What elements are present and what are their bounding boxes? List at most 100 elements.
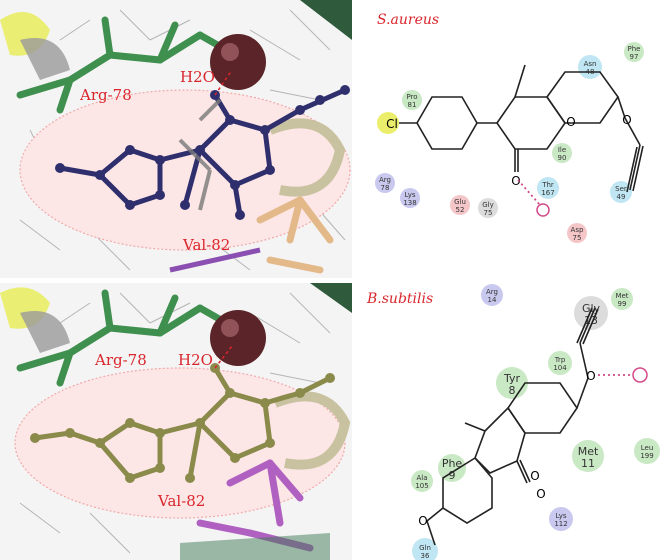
bsubtilis-disc-trp-104 xyxy=(548,351,572,375)
bsubtilis-disc-lys-112 xyxy=(549,507,573,531)
ribbon-dark-green xyxy=(300,0,352,40)
bsubtilis-residue-name: Arg xyxy=(486,288,498,296)
saureus-residue-number: 49 xyxy=(617,193,626,201)
ribbon-bottom xyxy=(180,533,330,560)
saureus-residue-number: 167 xyxy=(541,189,554,197)
ribbon-gray xyxy=(20,38,70,80)
bsubtilis-disc-ala-105 xyxy=(411,470,433,492)
atom-o-ether: O xyxy=(586,369,595,383)
saureus-residue-name: Ser xyxy=(615,185,627,193)
ribbon-dark-green xyxy=(310,283,352,313)
water-sphere xyxy=(210,34,266,90)
saureus-disc-ser-49 xyxy=(610,181,632,203)
saureus-disc-asp-75 xyxy=(567,223,587,243)
bsubtilis-residue-number: 9 xyxy=(449,469,456,482)
organism-label: S.aureus xyxy=(377,12,439,28)
purple-residue-sticks xyxy=(196,459,314,552)
atom-o-methoxy: O xyxy=(418,514,427,528)
residue-label-h2o: H2O xyxy=(178,351,213,369)
residue-label-val82: Val-82 xyxy=(182,236,230,254)
coil-right xyxy=(268,118,346,197)
bsubtilis-disc-met-99 xyxy=(611,288,633,310)
bsubtilis-disc-phe-9 xyxy=(438,454,466,482)
saureus-disc-gly-75 xyxy=(478,198,498,218)
interaction-2d-diagram: S.aureus Phe97Asn48Pro81Ile90Arg78Lys138… xyxy=(375,12,644,243)
purple-residue xyxy=(169,247,261,273)
bsubtilis-disc-leu-199 xyxy=(634,438,660,464)
arg78-sticks xyxy=(16,289,239,387)
bsubtilis-residue-number: 199 xyxy=(640,452,653,460)
bsubtilis-residue-number: 99 xyxy=(618,300,627,308)
docking-3d-view: Arg-78 H2O Val-82 xyxy=(0,0,352,274)
saureus-residue-number: 75 xyxy=(484,209,493,217)
docking-3d-panel-saureus: Arg-78 H2O Val-82 xyxy=(0,0,352,278)
bsubtilis-residue-number: 36 xyxy=(421,552,430,560)
atom-o-ether: O xyxy=(622,113,631,127)
hbond-line xyxy=(517,179,541,206)
saureus-residue-name: Lys xyxy=(404,191,415,199)
saureus-disc-ile-90 xyxy=(552,143,572,163)
saureus-residue-name: Arg xyxy=(379,176,391,184)
saureus-residue-number: 81 xyxy=(408,101,417,109)
bsubtilis-disc-gly-13 xyxy=(574,296,608,330)
docking-3d-panel-bsubtilis: Arg-78 H2O Val-82 xyxy=(0,283,352,560)
bsubtilis-residue-name: Tyr xyxy=(503,372,521,385)
saureus-disc-asn-48 xyxy=(578,55,602,79)
residue-label-val82: Val-82 xyxy=(157,492,205,510)
bsubtilis-disc-met-11 xyxy=(572,440,604,472)
bsubtilis-residue-number: 11 xyxy=(581,457,595,470)
hbond-water xyxy=(214,345,233,369)
ligand-atoms xyxy=(55,85,350,220)
saureus-disc-lys-138 xyxy=(400,188,420,208)
bsubtilis-residue-name: Lys xyxy=(555,512,566,520)
bsubtilis-disc-gln-36 xyxy=(412,538,438,560)
saureus-residue-name: Thr xyxy=(541,181,554,189)
reference-ligand-sticks xyxy=(178,98,222,211)
saureus-disc-phe-97 xyxy=(624,42,644,62)
water-marker xyxy=(632,367,648,383)
bsubtilis-residue-number: 112 xyxy=(554,520,567,528)
water-marker xyxy=(536,203,550,217)
residue-label-arg78: Arg-78 xyxy=(79,86,132,104)
saureus-disc-glu-52 xyxy=(450,195,470,215)
saureus-residue-number: 75 xyxy=(573,234,582,242)
bsubtilis-residue-number: 14 xyxy=(488,296,497,304)
saureus-residue-number: 90 xyxy=(558,154,567,162)
saureus-residue-name: Phe xyxy=(628,45,641,53)
saureus-residue-number: 138 xyxy=(403,199,416,207)
saureus-residue-number: 52 xyxy=(456,206,465,214)
atom-o-carbonyl: O xyxy=(511,174,520,188)
residue-label-arg78: Arg-78 xyxy=(94,351,147,369)
bsubtilis-residue-name: Ala xyxy=(416,474,427,482)
saureus-disc-arg-78 xyxy=(375,173,395,193)
bsubtilis-residue-number: 105 xyxy=(415,482,428,490)
beige-residue-sticks xyxy=(256,196,334,274)
bsubtilis-disc-arg-14 xyxy=(481,284,503,306)
saureus-residue-number: 97 xyxy=(630,53,639,61)
saureus-residue-name: Asp xyxy=(571,226,584,234)
atom-cl: Cl xyxy=(386,117,398,131)
hbond-water xyxy=(214,69,233,96)
bsubtilis-residue-name: Trp xyxy=(554,356,566,364)
bsubtilis-residue-name: Met xyxy=(615,292,628,300)
saureus-disc-pro-81 xyxy=(402,90,422,110)
atom-o-ring: O xyxy=(530,469,539,483)
bsubtilis-residue-number: 8 xyxy=(509,384,516,397)
saureus-disc-thr-167 xyxy=(537,177,559,199)
bsubtilis-residue-name: Gln xyxy=(419,544,431,552)
saureus-residue-name: Glu xyxy=(454,198,466,206)
saureus-residue-name: Asn xyxy=(584,60,597,68)
saureus-residue-number: 78 xyxy=(381,184,390,192)
saureus-residue-name: Ile xyxy=(558,146,566,154)
bsubtilis-residue-number: 104 xyxy=(553,364,567,372)
saureus-residue-name: Pro xyxy=(406,93,417,101)
bsubtilis-residue-name: Phe xyxy=(442,457,463,470)
halogen-highlight xyxy=(377,112,399,134)
atom-o-ring: O xyxy=(566,115,575,129)
saureus-residue-name: Gly xyxy=(482,201,494,209)
bsubtilis-residue-name: Leu xyxy=(641,444,654,452)
